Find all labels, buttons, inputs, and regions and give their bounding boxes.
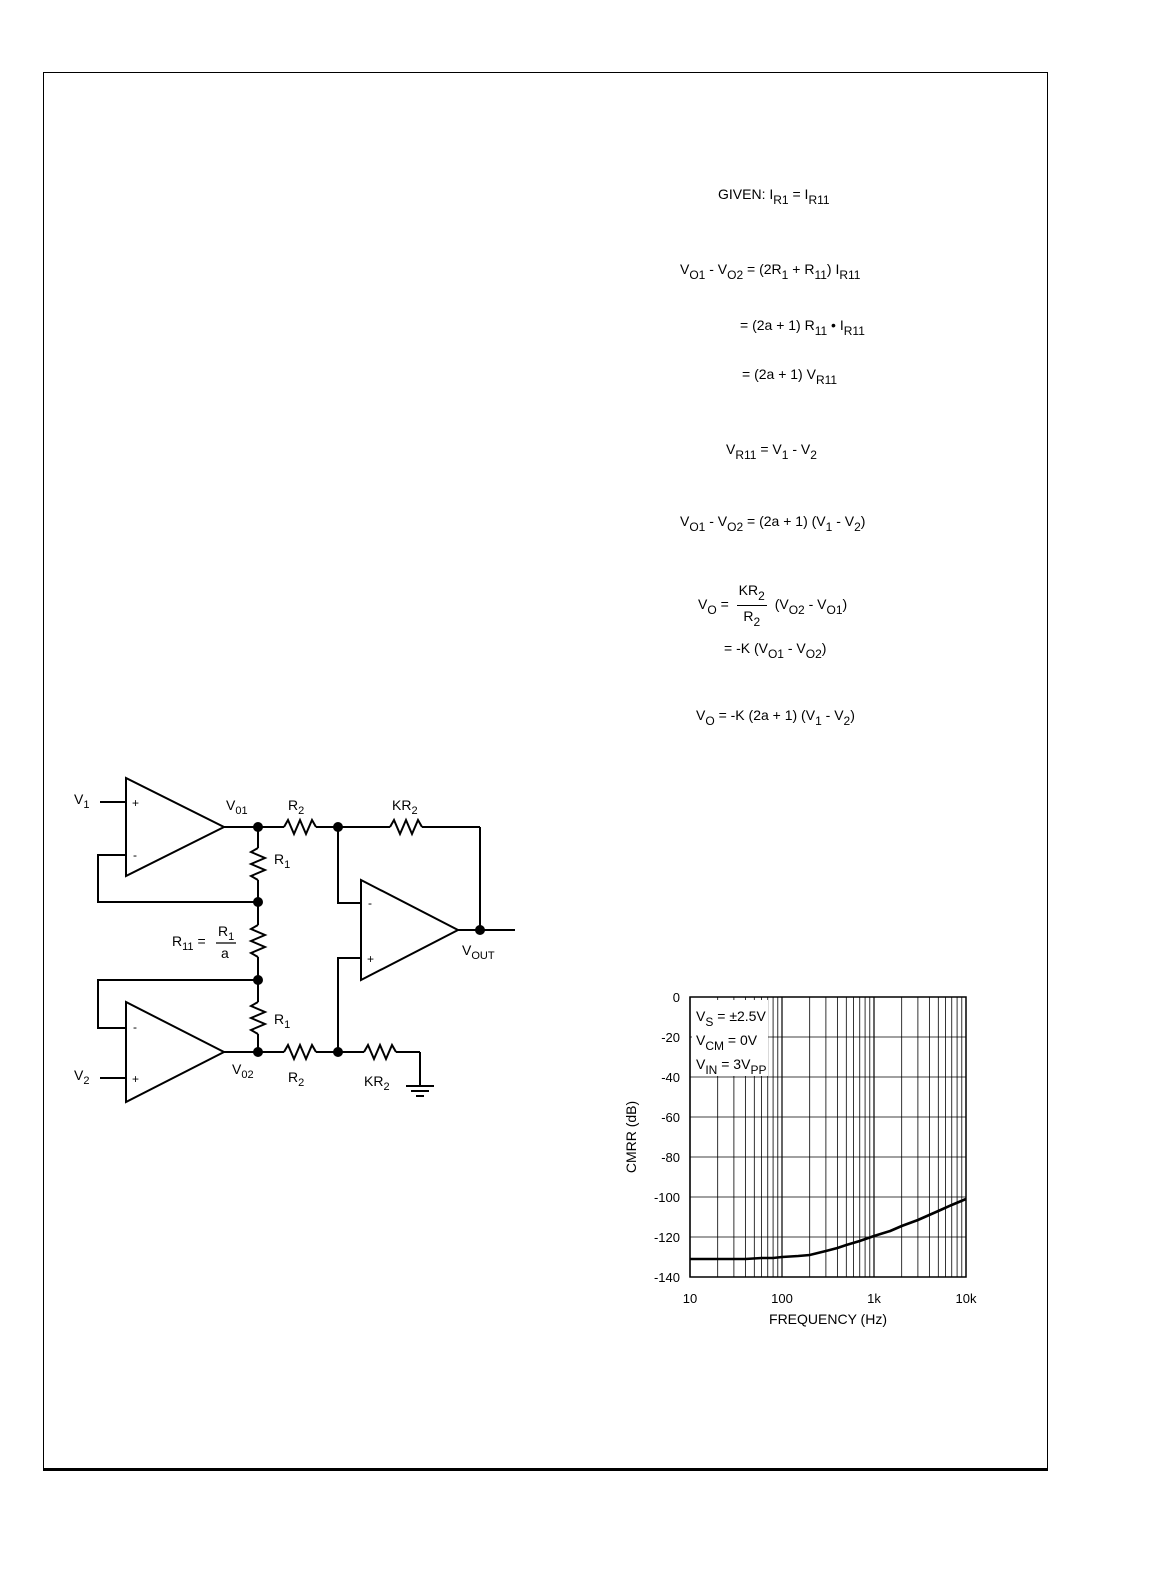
plot-area-border [689, 996, 967, 1278]
label-v2: V2 [74, 1067, 89, 1087]
chart-annotation: VCM = 0V [696, 1032, 758, 1053]
opamp-top [125, 776, 227, 878]
y-tick-label: -80 [661, 1150, 680, 1165]
label-kr2-bottom: KR2 [364, 1073, 390, 1093]
label-v01: V01 [226, 797, 248, 817]
equation-vo1-vo2-gain: VO1 - VO2 = (2a + 1) (V1 - V2) [680, 513, 866, 534]
x-tick-label: 100 [771, 1291, 793, 1306]
equation-vo-fraction: VO = KR2 R2 (VO2 - VO1) [698, 582, 848, 629]
node-r1-r11-top [253, 897, 263, 907]
equation-minus-k: = -K (VO1 - VO2) [724, 640, 827, 661]
y-tick-label: -140 [654, 1270, 680, 1285]
x-tick-label: 10k [956, 1291, 977, 1306]
label-v1: V1 [74, 791, 89, 811]
x-tick-label: 10 [683, 1291, 697, 1306]
y-tick-label: -20 [661, 1030, 680, 1045]
x-tick-label: 1k [867, 1291, 881, 1306]
opamp-bottom-minus: - [133, 1020, 137, 1034]
y-tick-label: -60 [661, 1110, 680, 1125]
equation-fraction: KR2 R2 [736, 582, 767, 629]
opamp-bottom-plus: + [132, 1072, 139, 1086]
node-v01 [253, 822, 263, 832]
equation-vo-final: VO = -K (2a + 1) (V1 - V2) [696, 707, 855, 728]
page-bottom-rule [43, 1469, 1048, 1471]
equation-vr11: VR11 = V1 - V2 [726, 441, 817, 462]
chart-annotation: VIN = 3VPP [696, 1056, 766, 1077]
opamp-output-minus: - [368, 896, 372, 910]
equation-given: GIVEN: IR1 = IR11 [718, 186, 830, 207]
opamp-bottom [125, 1000, 227, 1104]
x-axis-label: FREQUENCY (Hz) [769, 1311, 887, 1327]
cmrr-vs-frequency-chart: 0 -20 -40 -60 -80 -100 -120 -140 10 100 1k 10k FRE… [623, 990, 977, 1327]
opamp-top-plus: + [132, 796, 139, 810]
label-r2-top: R2 [288, 797, 304, 817]
opamp-output-plus: + [367, 952, 374, 966]
node-vout [475, 925, 485, 935]
label-r11-den: a [221, 945, 229, 961]
node-r2-top [333, 822, 343, 832]
opamp-top-minus: - [133, 848, 137, 862]
label-kr2-top: KR2 [392, 797, 418, 817]
equation-2a-plus-1-r11: = (2a + 1) R11 • IR11 [740, 317, 865, 338]
y-tick-label: -120 [654, 1230, 680, 1245]
label-r2-bottom: R2 [288, 1069, 304, 1089]
chart-annotation: VS = ±2.5V [696, 1008, 766, 1029]
y-tick-label: -40 [661, 1070, 680, 1085]
label-r11-num: R1 [218, 923, 234, 943]
node-r1-r11-bottom [253, 975, 263, 985]
x-tick-labels: 10 100 1k 10k [683, 1291, 977, 1306]
y-axis-label: CMRR (dB) [623, 1101, 639, 1173]
opamp-output [360, 878, 461, 982]
y-tick-labels: 0 -20 -40 -60 -80 -100 -120 -140 [654, 990, 680, 1285]
node-v02 [253, 1047, 263, 1057]
chart-annotations: VS = ±2.5V VCM = 0V VIN = 3VPP [696, 1008, 766, 1077]
label-v02: V02 [232, 1061, 254, 1081]
y-tick-label: -100 [654, 1190, 680, 1205]
label-r1-bottom: R1 [274, 1011, 290, 1031]
equation-2a-plus-1-vr11: = (2a + 1) VR11 [742, 366, 838, 387]
label-r11: R11= [172, 933, 206, 953]
label-vout: VOUT [462, 942, 495, 962]
label-r1-top: R1 [274, 851, 290, 871]
equation-vo1-vo2-current: VO1 - VO2 = (2R1 + R11) IR11 [680, 261, 861, 282]
y-tick-label: 0 [673, 990, 680, 1005]
instrumentation-amplifier-schematic: + - - + - + V1 V2 V01 V02 R2 KR2 R1 R11=… [74, 776, 515, 1104]
annotation-background [692, 1000, 768, 1076]
cmrr-series-line [690, 1197, 967, 1261]
page-frame [43, 72, 1048, 1469]
node-r2-bottom [333, 1047, 343, 1057]
